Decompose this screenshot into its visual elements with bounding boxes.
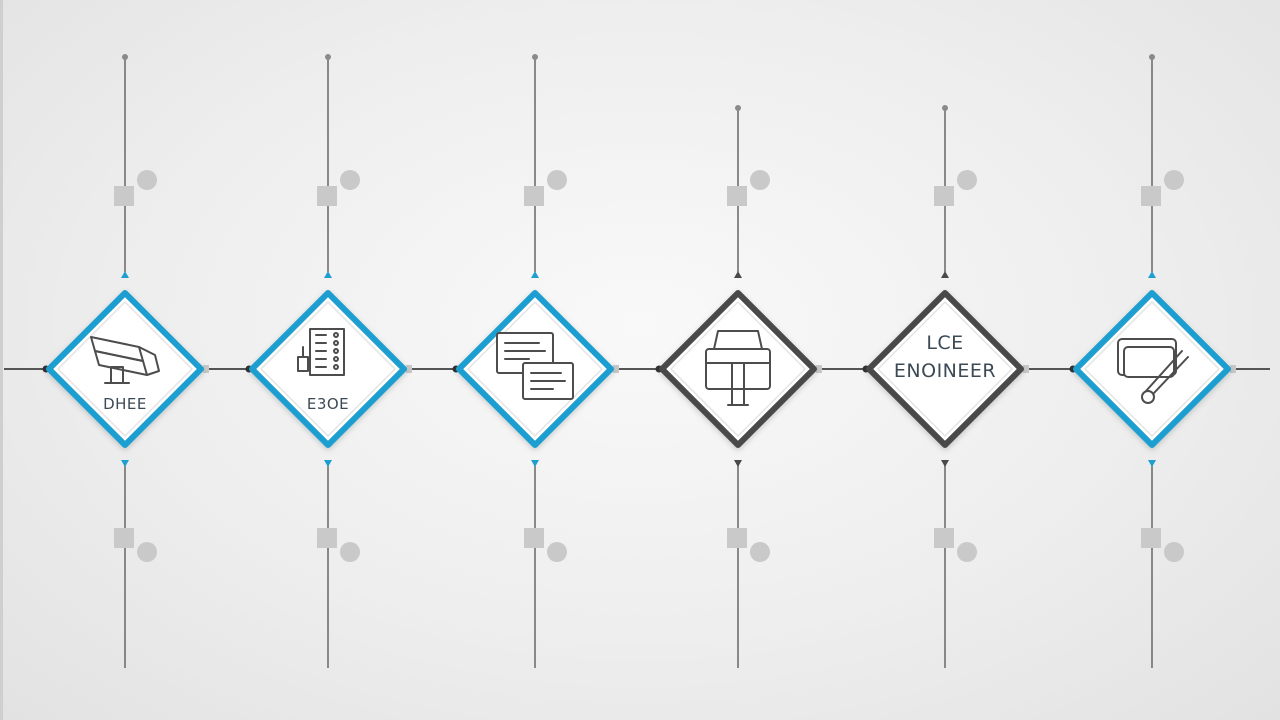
documents-icon	[496, 332, 574, 400]
connector-circle	[547, 542, 567, 562]
timeline-node: LCE ENOINEER	[862, 105, 1029, 668]
connector-end-dot	[1149, 54, 1155, 60]
connector-block	[524, 528, 544, 548]
connector-arrow-bottom	[941, 460, 949, 467]
node-label: DHEE	[103, 395, 147, 413]
connector-circle	[750, 542, 770, 562]
timeline-node	[1069, 54, 1236, 668]
connector-circle	[957, 542, 977, 562]
connector-arrow-top	[324, 271, 332, 278]
connector-block	[934, 528, 954, 548]
connector-circle	[1164, 170, 1184, 190]
connector-arrow-top	[941, 271, 949, 278]
connector-end-dot	[532, 54, 538, 60]
node-inner-border	[1083, 300, 1221, 438]
connector-block	[114, 528, 134, 548]
node-diamond	[866, 290, 1024, 448]
connector-arrow-bottom	[1148, 460, 1156, 467]
axis-joint-tab	[613, 365, 619, 373]
connector-circle	[137, 170, 157, 190]
connector-arrow-bottom	[734, 460, 742, 467]
node-diamond	[249, 290, 407, 448]
connector-circle	[340, 542, 360, 562]
circuit-board-icon	[297, 328, 345, 376]
timeline-node: E3OE	[245, 54, 412, 668]
node-label-line: ENOINEER	[894, 360, 996, 382]
timeline-node	[452, 54, 619, 668]
axis-joint-tab	[406, 365, 412, 373]
connector-block	[524, 186, 544, 206]
connector-block	[727, 528, 747, 548]
connector-block	[1141, 186, 1161, 206]
node-label-line: LCE	[926, 332, 963, 354]
toolbox-icon	[705, 330, 771, 406]
connector-circle	[137, 542, 157, 562]
connector-block	[934, 186, 954, 206]
connector-circle	[547, 170, 567, 190]
connector-arrow-bottom	[531, 460, 539, 467]
connector-block	[317, 186, 337, 206]
connector-arrow-bottom	[324, 460, 332, 467]
connector-block	[317, 528, 337, 548]
tools-card-icon	[1117, 338, 1189, 404]
connector-arrow-bottom	[121, 460, 129, 467]
connector-arrow-top	[734, 271, 742, 278]
connector-arrow-top	[1148, 271, 1156, 278]
node-inner-border	[56, 300, 194, 438]
connector-arrow-top	[531, 271, 539, 278]
connector-circle	[340, 170, 360, 190]
connector-circle	[750, 170, 770, 190]
connector-arrow-top	[121, 271, 129, 278]
projector-icon	[90, 336, 160, 384]
connector-end-dot	[325, 54, 331, 60]
nodes-layer: DHEE E3OE LCE ENOINEER	[42, 54, 1236, 668]
node-diamond	[46, 290, 204, 448]
connector-end-dot	[122, 54, 128, 60]
connector-end-dot	[942, 105, 948, 111]
connector-circle	[957, 170, 977, 190]
node-inner-border	[669, 300, 807, 438]
connector-block	[727, 186, 747, 206]
node-inner-border	[259, 300, 397, 438]
connector-circle	[1164, 542, 1184, 562]
timeline-node: DHEE	[42, 54, 209, 668]
connector-block	[114, 186, 134, 206]
timeline-node	[655, 105, 822, 668]
connector-block	[1141, 528, 1161, 548]
connector-end-dot	[735, 105, 741, 111]
axis-joint-tab	[1023, 365, 1029, 373]
node-label: E3OE	[307, 395, 349, 413]
node-inner-border	[876, 300, 1014, 438]
node-inner-border	[466, 300, 604, 438]
axis-joint-tab	[203, 365, 209, 373]
axis-joint-tab	[1230, 365, 1236, 373]
frame-edge	[0, 0, 3, 720]
axis-joint-tab	[816, 365, 822, 373]
